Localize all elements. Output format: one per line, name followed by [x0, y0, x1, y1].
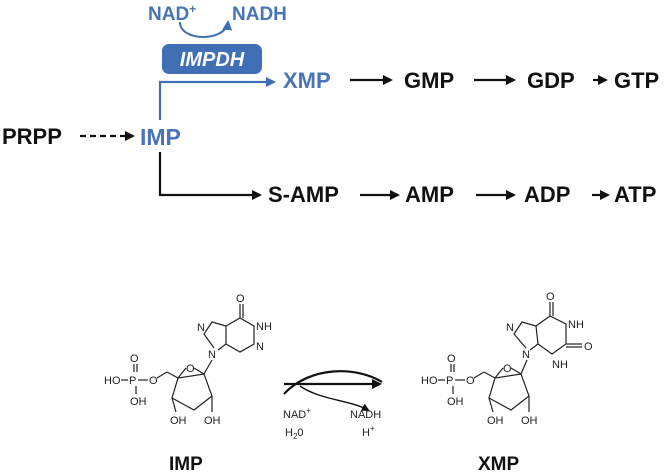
samp-label: S-AMP — [268, 182, 339, 207]
enzyme-label: IMPDH — [180, 49, 245, 71]
imp-structure: HO P O OH O O OH OH N N O NH N — [104, 293, 272, 427]
xmp-structure: HO P O OH O O OH OH N N O NH O NH — [421, 291, 593, 427]
gdp-label: GDP — [527, 68, 575, 93]
xmp-ho-atom: HO — [421, 375, 438, 387]
reagent-water: H20 — [285, 427, 304, 441]
reaction-substrate-label: IMP — [169, 454, 203, 475]
imp-p-atom: P — [129, 375, 136, 387]
imp-p-oh: OH — [130, 396, 147, 408]
xmp-n7: N — [506, 322, 514, 334]
imp-to-samp-arrow — [158, 152, 262, 200]
cofactor-nadh-label: NADH — [232, 4, 287, 25]
xmp-p-o-double: O — [447, 353, 456, 365]
imp-2oh: OH — [170, 415, 187, 427]
reaction-product-label: XMP — [478, 454, 520, 475]
xmp-c6-o: O — [546, 291, 555, 303]
imp-c6-o: O — [236, 293, 245, 305]
xmp-3oh: OH — [521, 415, 538, 427]
gtp-label: GTP — [614, 68, 659, 93]
xmp-p-oh: OH — [447, 396, 464, 408]
atp-label: ATP — [614, 182, 656, 207]
imp-to-xmp-arrow — [158, 77, 276, 120]
imp-hub-label: IMP — [140, 124, 181, 150]
imp-n9: N — [208, 349, 216, 361]
xmp-n9: N — [522, 349, 530, 361]
imp-p-o-ester: O — [149, 375, 158, 387]
cofactor-release-arrow — [299, 385, 370, 411]
xmp-p-o-ester: O — [466, 375, 475, 387]
adp-label: ADP — [524, 182, 570, 207]
reaction-curve — [283, 370, 383, 395]
xmp-c2-o: O — [584, 341, 593, 353]
imp-n7: N — [197, 322, 205, 334]
enzyme-box — [162, 44, 262, 74]
amp-label: AMP — [405, 182, 454, 207]
cofactor-nad-label: NAD+ — [148, 2, 196, 25]
xmp-n1h: NH — [568, 319, 584, 331]
imp-n1h: NH — [256, 321, 272, 333]
imp-3oh: OH — [204, 415, 221, 427]
xmp-label: XMP — [283, 68, 331, 93]
xmp-n3h: NH — [552, 359, 568, 371]
xmp-ribose-o: O — [503, 363, 512, 375]
prpp-label: PRPP — [2, 124, 62, 149]
reagent-nad: NAD+ — [283, 406, 311, 421]
product-h: H+ — [362, 424, 375, 439]
imp-ho-atom: HO — [104, 375, 121, 387]
cofactor-curved-arrow — [179, 20, 233, 38]
xmp-p-atom: P — [446, 375, 453, 387]
xmp-2oh: OH — [487, 415, 504, 427]
gmp-label: GMP — [404, 68, 454, 93]
product-nadh: NADH — [350, 409, 381, 421]
imp-ribose-o: O — [186, 363, 195, 375]
imp-n3: N — [256, 341, 264, 353]
imp-p-o-double: O — [130, 353, 139, 365]
